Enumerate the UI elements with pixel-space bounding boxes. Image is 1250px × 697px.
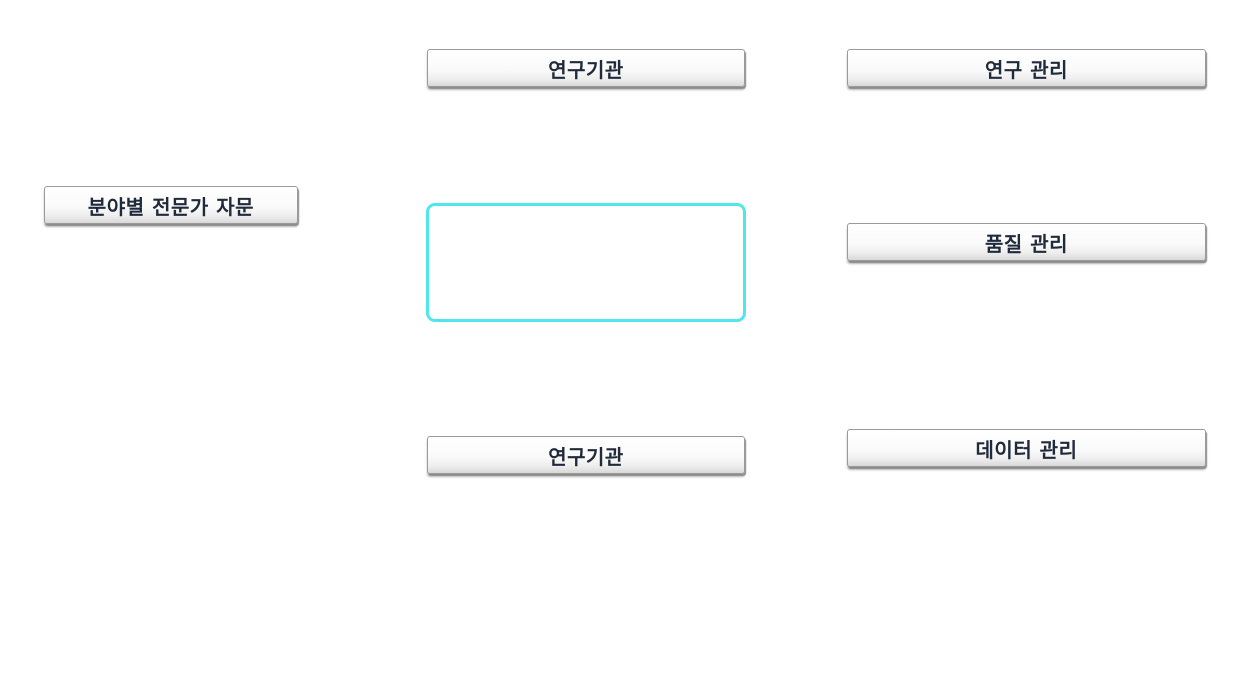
highlighted-empty-box[interactable] (426, 203, 746, 322)
research-management-box[interactable]: 연구 관리 (847, 49, 1206, 87)
research-institute-label-bottom: 연구기관 (548, 444, 624, 469)
expert-consultation-box[interactable]: 분야별 전문가 자문 (44, 186, 298, 224)
quality-management-label: 품질 관리 (984, 231, 1069, 256)
quality-management-box[interactable]: 품질 관리 (847, 223, 1206, 261)
data-management-label: 데이터 관리 (975, 437, 1078, 462)
data-management-box[interactable]: 데이터 관리 (847, 429, 1206, 467)
research-institute-box-bottom[interactable]: 연구기관 (427, 436, 745, 474)
research-institute-box-top[interactable]: 연구기관 (427, 49, 745, 87)
expert-consultation-label: 분야별 전문가 자문 (87, 194, 255, 219)
research-institute-label-top: 연구기관 (548, 57, 624, 82)
research-management-label: 연구 관리 (984, 57, 1069, 82)
